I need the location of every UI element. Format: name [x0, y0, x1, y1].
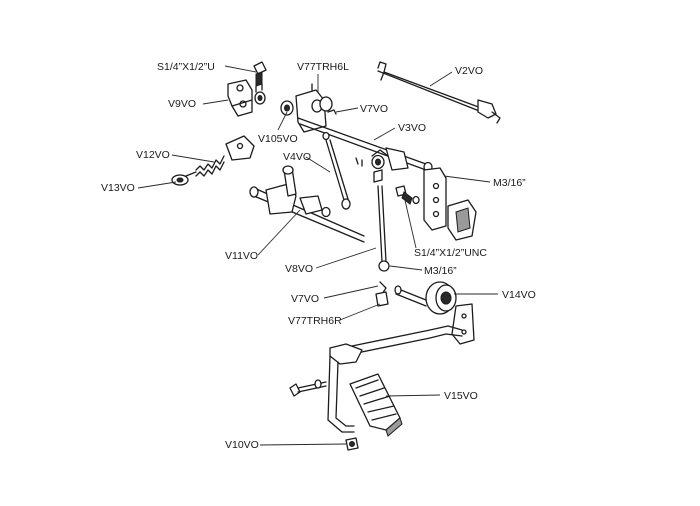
label-v8vo: V8VO	[285, 263, 313, 275]
tube-v14vo	[394, 281, 475, 345]
label-v9vo: V9VO	[168, 98, 196, 110]
rod-v8vo	[371, 154, 390, 272]
nut-v10vo	[345, 437, 359, 451]
pin-v7vo-bottom	[375, 281, 389, 307]
label-m316-mid: M3/16”	[424, 265, 457, 277]
pin-v7vo-top	[327, 109, 337, 115]
pivot-v77trh6l	[295, 83, 333, 133]
label-v77trh6l: V77TRH6L	[297, 61, 349, 73]
label-s14x12unc: S1/4”X1/2”UNC	[414, 247, 487, 259]
label-s14x12u: S1/4”X1/2”U	[157, 61, 215, 73]
clip-v13vo	[171, 171, 197, 186]
leader-lines	[137, 65, 498, 446]
label-v14vo: V14VO	[502, 289, 536, 301]
rod-v2vo	[377, 61, 501, 124]
label-v3vo: V3VO	[398, 122, 426, 134]
spring-v12vo	[195, 135, 255, 177]
bracket-plate-right	[423, 167, 477, 241]
bolts-s14-unc	[395, 185, 420, 205]
bolt-pedal-left	[289, 379, 327, 397]
bracket-v9vo	[227, 79, 253, 117]
pins-small	[355, 157, 363, 167]
label-v7vo-top: V7VO	[360, 103, 388, 115]
label-v4vo: V4VO	[283, 151, 311, 163]
label-v77trh6r: V77TRH6R	[288, 315, 342, 327]
label-v10vo: V10VO	[225, 439, 259, 451]
label-m316-top: M3/16”	[493, 177, 526, 189]
label-v13vo: V13VO	[101, 182, 135, 194]
pedal-v15vo	[349, 373, 403, 437]
label-v11vo: V11VO	[225, 250, 258, 262]
rod-v4vo	[322, 131, 351, 210]
shaft-v11vo	[249, 165, 365, 243]
screw-s14-u	[253, 61, 267, 93]
nut-v105vo	[254, 91, 294, 116]
label-v15vo: V15VO	[444, 390, 478, 402]
pedal-frame	[327, 325, 463, 433]
label-v7vo-bottom: V7VO	[291, 293, 319, 305]
label-v12vo: V12VO	[136, 149, 170, 161]
label-v2vo: V2VO	[455, 65, 483, 77]
label-v105vo: V105VO	[258, 133, 298, 145]
